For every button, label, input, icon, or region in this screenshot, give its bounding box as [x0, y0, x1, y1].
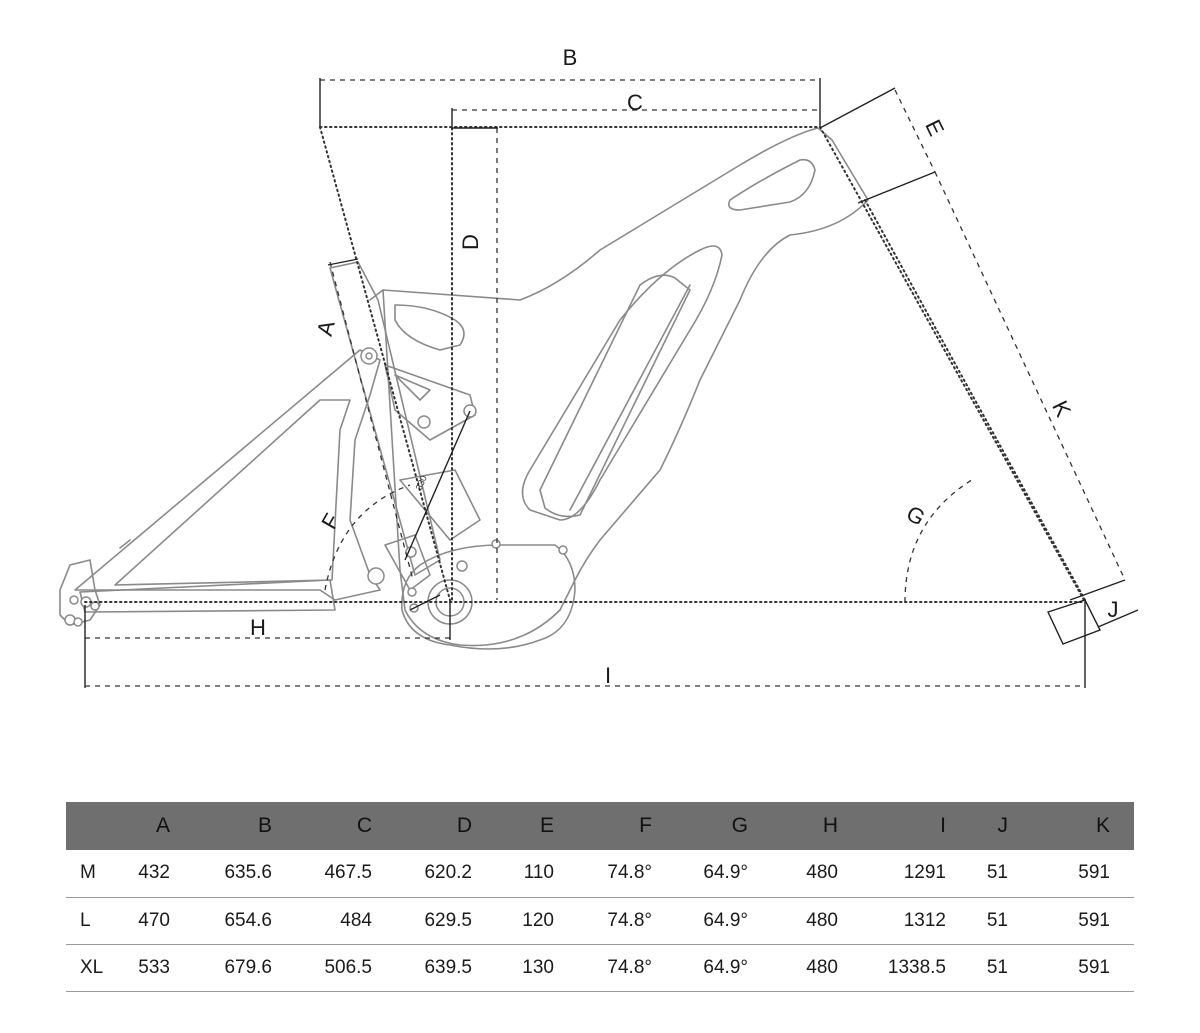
- label-c: C: [627, 90, 643, 115]
- table-cell: 591: [1032, 850, 1134, 898]
- table-cell: 1291: [862, 850, 970, 898]
- table-cell: 679.6: [194, 944, 296, 992]
- table-cell: 110: [496, 850, 578, 898]
- header-b: B: [257, 814, 272, 837]
- label-e: E: [920, 116, 949, 140]
- label-k: K: [1047, 397, 1076, 421]
- header-size: [66, 802, 136, 850]
- table-cell: 432: [136, 850, 194, 898]
- label-b: B: [563, 45, 578, 70]
- table-cell: 51: [970, 897, 1032, 945]
- table-cell: 484: [296, 897, 396, 945]
- table-cell: 74.8°: [578, 897, 676, 945]
- label-i: I: [605, 663, 611, 688]
- table-cell: 64.9°: [676, 850, 772, 898]
- header-e: E: [539, 814, 554, 837]
- header-k: K: [1095, 814, 1110, 837]
- label-a: A: [312, 318, 340, 339]
- table-cell: 629.5: [396, 897, 496, 945]
- header-h: H: [822, 814, 838, 837]
- header-d: D: [456, 814, 472, 837]
- table-cell: 591: [1032, 944, 1134, 992]
- header-f: F: [639, 814, 652, 837]
- frame-geometry-diagram: B C D E A F G H I J K 330: [59, 45, 1139, 688]
- table-cell: 74.8°: [578, 850, 676, 898]
- table-cell: 1312: [862, 897, 970, 945]
- label-g: G: [902, 500, 929, 530]
- table-row: M 432 635.6 467.5 620.2 110 74.8° 64.9° …: [66, 850, 1134, 898]
- table-cell: 470: [136, 897, 194, 945]
- table-cell: 51: [970, 850, 1032, 898]
- table-cell: 130: [496, 944, 578, 992]
- size-cell: XL: [66, 944, 136, 992]
- dimension-lines: [84, 78, 1139, 688]
- table-cell: 480: [772, 850, 862, 898]
- table-header-row: A B C D E F G H I J K: [66, 802, 1134, 850]
- table-cell: 64.9°: [676, 897, 772, 945]
- header-c: C: [356, 814, 372, 837]
- table-cell: 639.5: [396, 944, 496, 992]
- table-cell: 620.2: [396, 850, 496, 898]
- header-a: A: [155, 814, 170, 837]
- table-cell: 480: [772, 944, 862, 992]
- table-cell: 635.6: [194, 850, 296, 898]
- table-cell: 51: [970, 944, 1032, 992]
- size-cell: M: [66, 850, 136, 898]
- label-d: D: [458, 234, 483, 250]
- table-row: XL 533 679.6 506.5 639.5 130 74.8° 64.9°…: [66, 944, 1134, 992]
- header-g: G: [731, 814, 748, 837]
- table-cell: 506.5: [296, 944, 396, 992]
- table-cell: 467.5: [296, 850, 396, 898]
- table-cell: 1338.5: [862, 944, 970, 992]
- table-cell: 120: [496, 897, 578, 945]
- label-f: F: [316, 509, 344, 533]
- table-cell: 654.6: [194, 897, 296, 945]
- label-h: H: [250, 615, 266, 640]
- table-cell: 480: [772, 897, 862, 945]
- label-j: J: [1108, 597, 1119, 622]
- geometry-table: A B C D E F G H I J K M 432 635.6 467.5 …: [66, 802, 1134, 992]
- table-cell: 591: [1032, 897, 1134, 945]
- table-row: L 470 654.6 484 629.5 120 74.8° 64.9° 48…: [66, 897, 1134, 945]
- table-cell: 64.9°: [676, 944, 772, 992]
- size-cell: L: [66, 897, 136, 945]
- header-i: I: [940, 814, 946, 837]
- table-cell: 533: [136, 944, 194, 992]
- header-j: J: [997, 814, 1009, 837]
- table-cell: 74.8°: [578, 944, 676, 992]
